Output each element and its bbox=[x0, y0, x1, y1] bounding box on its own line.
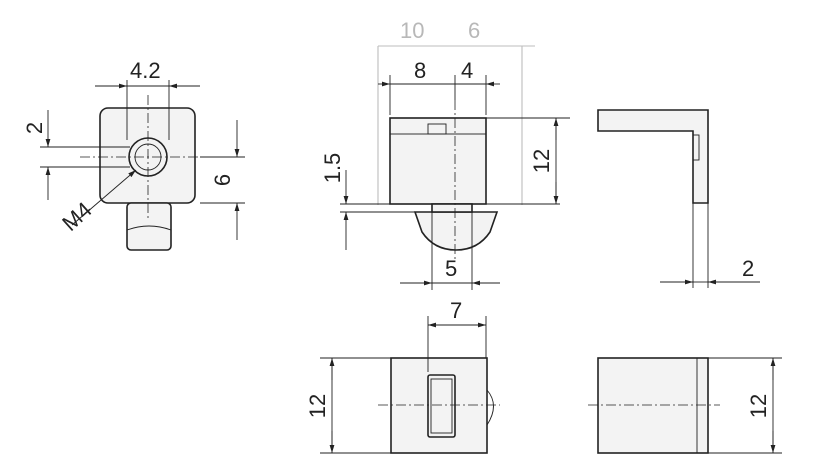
front-view: 10 6 8 4 1.5 12 5 bbox=[320, 18, 570, 290]
top-view: 4.2 2 6 M4 bbox=[22, 58, 245, 251]
front-view-nut bbox=[413, 211, 499, 251]
front-view-body bbox=[389, 117, 487, 205]
dim-front-gray-left: 10 bbox=[400, 18, 424, 43]
dim-front-bottom: 5 bbox=[445, 256, 457, 281]
dim-bottom-slot: 7 bbox=[450, 298, 462, 323]
dim-front-right: 4 bbox=[461, 58, 473, 83]
dim-front-height: 12 bbox=[529, 149, 554, 173]
dim-front-step: 1.5 bbox=[320, 153, 345, 184]
end-view: 12 bbox=[588, 357, 782, 454]
dim-front-gray-right: 6 bbox=[468, 18, 480, 43]
bottom-view: 7 12 bbox=[305, 298, 500, 454]
dim-top-height: 6 bbox=[210, 174, 235, 186]
side-view: 2 bbox=[597, 109, 760, 288]
dim-front-left: 8 bbox=[414, 58, 426, 83]
dim-thread: M4 bbox=[57, 197, 96, 236]
bottom-view-slot bbox=[427, 374, 456, 438]
dim-top-width: 4.2 bbox=[130, 58, 161, 83]
dim-bottom-left-height: 12 bbox=[305, 394, 330, 418]
end-view-body bbox=[597, 357, 709, 454]
dim-bottom-right-height: 12 bbox=[746, 394, 771, 418]
side-view-profile bbox=[597, 109, 709, 204]
dim-top-offset: 2 bbox=[22, 122, 47, 134]
dim-side-thickness: 2 bbox=[742, 256, 754, 281]
top-view-tab bbox=[126, 202, 172, 251]
